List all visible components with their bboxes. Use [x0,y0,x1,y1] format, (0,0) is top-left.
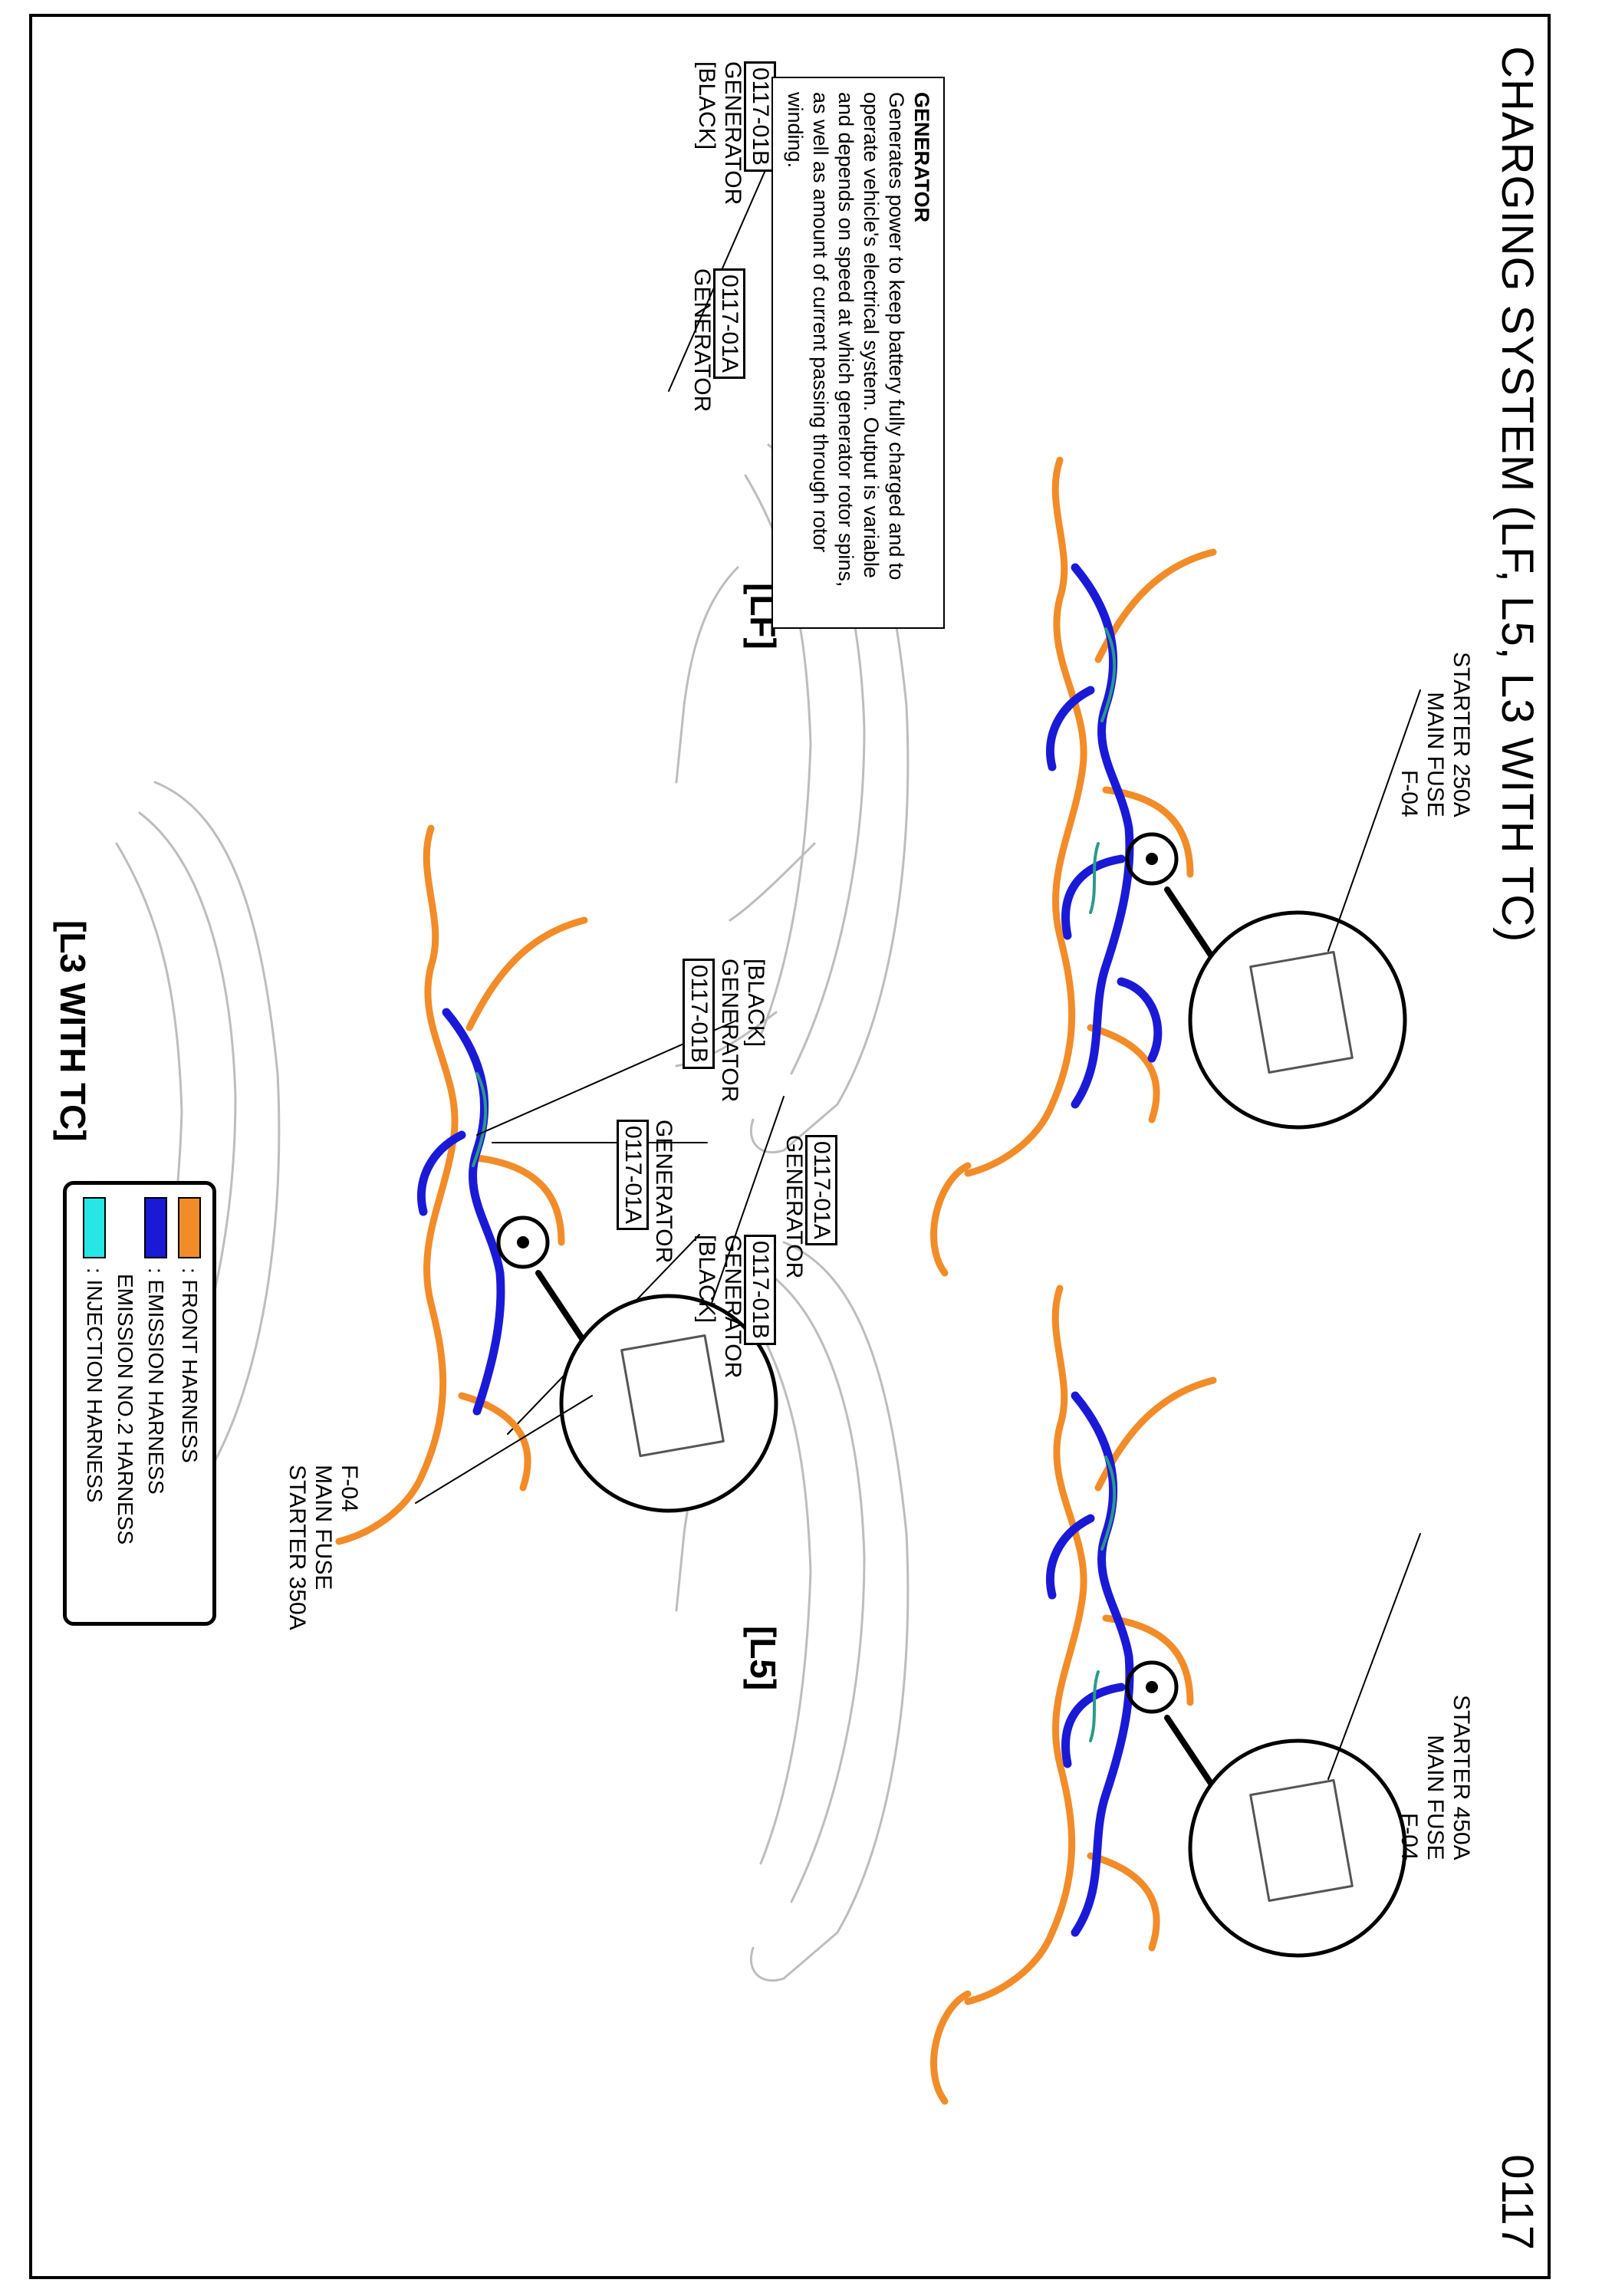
legend-label-front: : FRONT HARNESS [178,1268,202,1463]
legend-label-emission: : EMISSION HARNESS [144,1268,168,1495]
l3-injection-harness [472,1072,488,1167]
wiring-diagram [115,122,1421,2105]
l3-connector-b-color: [BLACK] [743,959,768,1048]
lf-fuse-line1: STARTER 250A [1449,652,1474,817]
l3-fuse-line3: F-04 [337,1465,362,1512]
front-harness-swatch [178,1197,201,1258]
emission-harness-swatch [144,1197,167,1258]
l3-connector-b-name: GENERATOR [717,959,742,1103]
l3-variant-tag: [L3 WITH TC] [53,920,93,1142]
harness-legend: : FRONT HARNESS : EMISSION HARNESS EMISS… [63,1181,216,1626]
page-number: 0117 [1492,2154,1542,2250]
l3-connector-a-name: GENERATOR [651,1120,676,1264]
lf-injection-harness [1089,627,1117,914]
legend-label-injection: : INJECTION HARNESS [83,1268,107,1503]
lf-fuse-label: STARTER 250A MAIN FUSE F-04 [1396,652,1474,817]
page-title: CHARGING SYSTEM (LF, L5, L3 WITH TC) [1492,46,1542,943]
l5-front-harness [930,1285,1217,2105]
l3-connector-a-code: 0117-01A [617,1120,649,1230]
l5-variant-tag: [L5] [743,1626,783,1691]
injection-harness-swatch [83,1197,106,1258]
l5-fuse-line1: STARTER 450A [1449,1695,1474,1860]
lf-connector-a-code: 0117-01A [713,268,745,379]
legend-row-injection: : INJECTION HARNESS [77,1197,111,1610]
lf-fuse-spot [1125,832,1179,886]
l5-fuse-line2: MAIN FUSE [1423,1735,1448,1860]
lf-fuse-line3: F-04 [1396,769,1422,817]
description-body: Generates power to keep battery fully ch… [784,92,908,587]
l5-injection-harness [1089,1456,1117,1742]
l3-connector-b-code: 0117-01B [683,959,715,1069]
description-heading: GENERATOR [910,92,933,223]
page-frame [29,14,1551,2279]
l3-front-harness [335,824,588,1545]
legend-row-emission: : EMISSION HARNESS [139,1197,173,1610]
l3-fuse-line1: STARTER 350A [285,1465,310,1630]
lf-emission-harness [1045,563,1163,1109]
lf-connector-b-color: [BLACK] [694,61,719,150]
legend-row-emission-no2: EMISSION NO.2 HARNESS [111,1197,139,1610]
l5-connector-b-code: 0117-01B [744,1235,776,1345]
lf-fuse-line2: MAIN FUSE [1423,692,1448,817]
legend-row-front: : FRONT HARNESS [173,1197,206,1610]
l5-fuse-line3: F-04 [1396,1812,1422,1860]
l5-connector-b-color: [BLACK] [694,1235,719,1324]
l5-car-outline [749,1241,910,1982]
lf-connector-a-name: GENERATOR [689,268,715,413]
l5-connector-a-code: 0117-01A [805,1135,837,1245]
l5-connector-b-name: GENERATOR [720,1235,745,1379]
l5-connector-a-name: GENERATOR [781,1135,807,1279]
lf-engine-bay [668,122,1421,1277]
l3-emission-harness [416,1008,505,1416]
lf-connector-b-name: GENERATOR [720,61,745,206]
legend-label-emission-no2: EMISSION NO.2 HARNESS [113,1274,137,1545]
l5-engine-bay [507,1096,1421,2105]
generator-description: GENERATOR Generates power to keep batter… [771,77,945,629]
lf-front-harness [930,456,1217,1277]
l3-fuse-label: F-04 MAIN FUSE STARTER 350A [284,1465,362,1630]
l5-fuse-label: STARTER 450A MAIN FUSE F-04 [1396,1695,1474,1860]
l3-engine-bay [115,781,778,1545]
l3-fuse-line2: MAIN FUSE [311,1465,336,1590]
rotated-sheet: CHARGING SYSTEM (LF, L5, L3 WITH TC) 011… [29,15,1551,2281]
